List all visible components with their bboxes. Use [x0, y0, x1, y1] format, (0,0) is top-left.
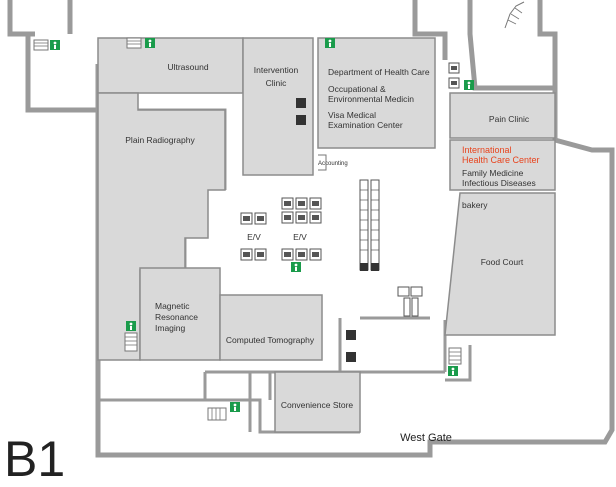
emergency-exit-icon — [448, 366, 458, 376]
stairs-icon[interactable] — [504, 1, 525, 29]
emergency-exit-icon — [291, 262, 301, 272]
emergency-exit-icon — [126, 321, 136, 331]
stairs-icon[interactable] — [207, 407, 227, 421]
label-intervention-2: Clinic — [266, 78, 288, 88]
emergency-exit-icon — [325, 38, 335, 48]
label-mri-1: Magnetic — [155, 301, 190, 311]
label-mri-3: Imaging — [155, 323, 186, 333]
emergency-exit-icon — [464, 80, 474, 90]
room-ultrasound[interactable] — [97, 37, 244, 94]
room-mri[interactable] — [139, 267, 221, 361]
stairs-icon[interactable] — [126, 37, 142, 49]
label-convenience-store: Convenience Store — [281, 400, 354, 410]
rooms — [97, 37, 556, 433]
label-visa-1: Visa Medical — [328, 110, 376, 120]
escalator-icon[interactable] — [359, 179, 380, 271]
stairs-icon[interactable] — [448, 347, 462, 365]
restroom-icon[interactable] — [346, 352, 356, 362]
room-pain-clinic[interactable] — [449, 92, 556, 139]
room-labels: Ultrasound Intervention Clinic Departmen… — [4, 62, 540, 487]
label-west-gate: West Gate — [400, 432, 452, 444]
restroom-icon[interactable] — [296, 115, 306, 125]
label-occupational-1: Occupational & — [328, 84, 386, 94]
emergency-exit-icon — [145, 38, 155, 48]
label-computed-tomography: Computed Tomography — [226, 335, 315, 345]
label-infectious-diseases: Infectious Diseases — [462, 178, 536, 188]
restroom-icon[interactable] — [296, 98, 306, 108]
label-mri-2: Resonance — [155, 312, 198, 322]
label-dept-health-care: Department of Health Care — [328, 67, 430, 77]
label-plain-radiography: Plain Radiography — [125, 135, 195, 145]
label-intervention-1: Intervention — [254, 65, 299, 75]
label-pain-clinic: Pain Clinic — [489, 114, 530, 124]
room-food-court[interactable] — [444, 192, 556, 336]
room-intl-health-care[interactable] — [449, 139, 556, 191]
room-dept-health-care[interactable] — [317, 37, 436, 149]
stairs-icon[interactable] — [124, 332, 138, 352]
elevator-group-misc — [448, 62, 460, 89]
emergency-exit-icon — [230, 402, 240, 412]
floor-label: B1 — [4, 431, 65, 487]
label-occupational-2: Environmental Medicin — [328, 94, 414, 104]
label-elevator-right: E/V — [293, 232, 307, 242]
room-convenience-store[interactable] — [274, 371, 361, 433]
label-bakery: bakery — [462, 200, 488, 210]
label-family-medicine: Family Medicine — [462, 168, 524, 178]
label-ultrasound: Ultrasound — [167, 62, 208, 72]
elevator-group-right — [281, 197, 322, 261]
escalator-icon[interactable] — [397, 286, 423, 317]
label-elevator-left: E/V — [247, 232, 261, 242]
label-food-court: Food Court — [481, 257, 524, 267]
label-intl-1: International — [462, 145, 512, 155]
elevator-group-left — [240, 212, 267, 261]
restroom-icon[interactable] — [346, 330, 356, 340]
label-visa-2: Examination Center — [328, 120, 403, 130]
label-intl-2: Health Care Center — [462, 155, 540, 165]
room-computed-tomography[interactable] — [219, 294, 323, 361]
emergency-exit-icon — [50, 40, 60, 50]
label-accounting: Accounting — [318, 161, 348, 167]
accounting-marker — [318, 154, 327, 171]
stairs-icon[interactable] — [33, 39, 49, 51]
